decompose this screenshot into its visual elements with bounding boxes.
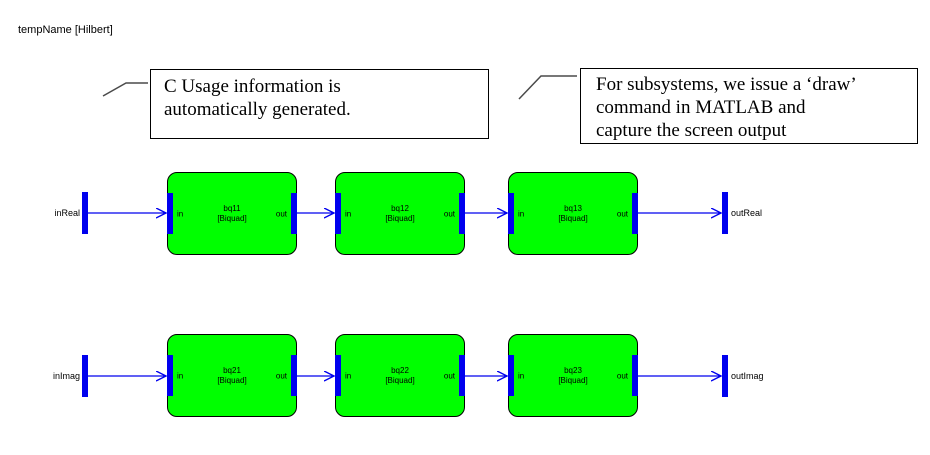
callout-text-line: automatically generated. bbox=[164, 99, 351, 120]
outport-block-outimag[interactable] bbox=[722, 355, 728, 397]
block-name: bq23 bbox=[564, 365, 582, 375]
block-out-port-label: out bbox=[443, 371, 455, 380]
inport-block-inimag[interactable] bbox=[82, 355, 88, 397]
block-name: bq21 bbox=[223, 365, 241, 375]
block-out-port-bar bbox=[632, 193, 638, 234]
callout-text-line: For subsystems, we issue a ‘draw’ bbox=[596, 74, 857, 95]
biquad-block-bq22[interactable]: in out bq22 [Biquad] bbox=[335, 334, 465, 417]
biquad-block-bq12[interactable]: in out bq12 [Biquad] bbox=[335, 172, 465, 255]
block-type: [Biquad] bbox=[217, 213, 247, 223]
block-out-port-bar bbox=[459, 355, 465, 396]
block-out-port-label: out bbox=[275, 371, 287, 380]
callout-leader-line-2 bbox=[518, 75, 577, 100]
callout-box-subsystems: For subsystems, we issue a ‘draw’ comman… bbox=[580, 68, 918, 144]
callout-box-c-usage: C Usage information is automatically gen… bbox=[150, 69, 489, 139]
block-out-port-label: out bbox=[275, 209, 287, 218]
inport-label-inimag: inImag bbox=[52, 371, 80, 381]
inport-label-inreal: inReal bbox=[54, 208, 80, 218]
block-out-port-label: out bbox=[616, 209, 628, 218]
block-type: [Biquad] bbox=[385, 213, 415, 223]
block-out-port-label: out bbox=[616, 371, 628, 380]
block-in-port-bar bbox=[167, 193, 173, 234]
inport-block-inreal[interactable] bbox=[82, 192, 88, 234]
block-out-port-bar bbox=[459, 193, 465, 234]
outport-block-outreal[interactable] bbox=[722, 192, 728, 234]
block-in-port-label: in bbox=[518, 371, 525, 380]
block-in-port-bar bbox=[167, 355, 173, 396]
block-name-label: bq11 [Biquad] bbox=[168, 173, 296, 254]
block-type: [Biquad] bbox=[217, 375, 247, 385]
block-in-port-bar bbox=[508, 193, 514, 234]
block-out-port-bar bbox=[291, 355, 297, 396]
callout-leader-line-1 bbox=[102, 82, 148, 97]
block-in-port-label: in bbox=[177, 371, 184, 380]
block-in-port-bar bbox=[508, 355, 514, 396]
block-name: bq11 bbox=[223, 203, 241, 213]
block-name: bq22 bbox=[391, 365, 409, 375]
block-out-port-bar bbox=[632, 355, 638, 396]
block-name-label: bq22 [Biquad] bbox=[336, 335, 464, 416]
block-name-label: bq21 [Biquad] bbox=[168, 335, 296, 416]
block-out-port-bar bbox=[291, 193, 297, 234]
block-type: [Biquad] bbox=[558, 213, 588, 223]
block-in-port-label: in bbox=[518, 209, 525, 218]
block-in-port-bar bbox=[335, 193, 341, 234]
block-in-port-label: in bbox=[345, 371, 352, 380]
block-name-label: bq13 [Biquad] bbox=[509, 173, 637, 254]
block-in-port-label: in bbox=[177, 209, 184, 218]
block-type: [Biquad] bbox=[558, 375, 588, 385]
callout-text-line: C Usage information is bbox=[164, 76, 341, 97]
block-type: [Biquad] bbox=[385, 375, 415, 385]
callout-text-line: command in MATLAB and bbox=[596, 97, 806, 118]
block-name: bq13 bbox=[564, 203, 582, 213]
diagram-title: tempName [Hilbert] bbox=[18, 24, 113, 36]
biquad-block-bq11[interactable]: in out bq11 [Biquad] bbox=[167, 172, 297, 255]
outport-label-outimag: outImag bbox=[731, 371, 764, 381]
block-name-label: bq23 [Biquad] bbox=[509, 335, 637, 416]
block-in-port-bar bbox=[335, 355, 341, 396]
block-in-port-label: in bbox=[345, 209, 352, 218]
biquad-block-bq23[interactable]: in out bq23 [Biquad] bbox=[508, 334, 638, 417]
biquad-block-bq21[interactable]: in out bq21 [Biquad] bbox=[167, 334, 297, 417]
outport-label-outreal: outReal bbox=[731, 208, 763, 218]
block-name-label: bq12 [Biquad] bbox=[336, 173, 464, 254]
callout-text-line: capture the screen output bbox=[596, 120, 787, 141]
block-out-port-label: out bbox=[443, 209, 455, 218]
biquad-block-bq13[interactable]: in out bq13 [Biquad] bbox=[508, 172, 638, 255]
block-name: bq12 bbox=[391, 203, 409, 213]
